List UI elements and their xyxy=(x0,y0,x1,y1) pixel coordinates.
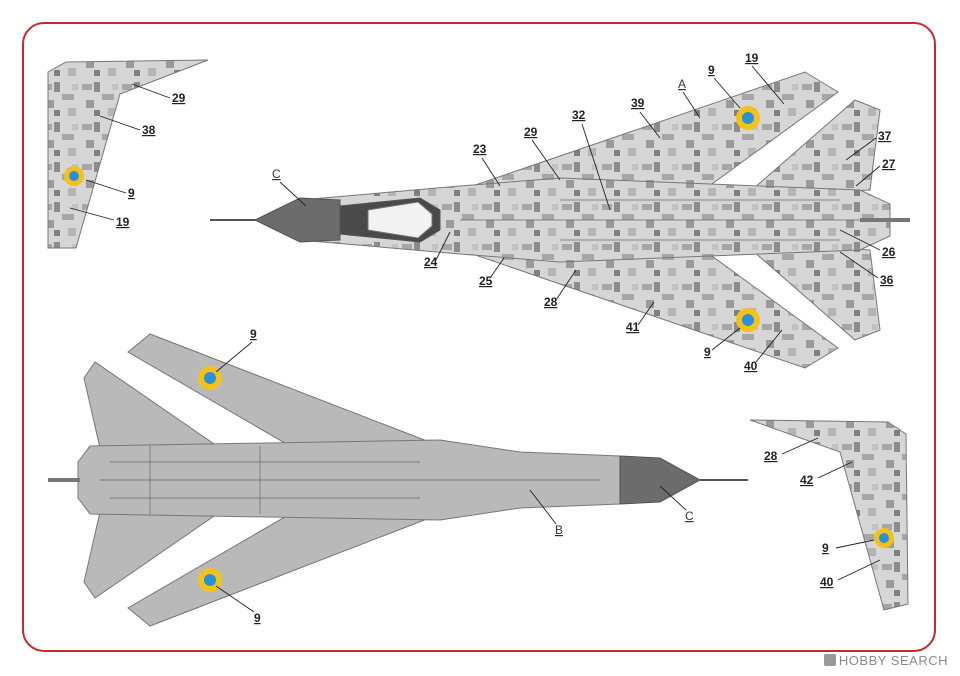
callout-top-32: 32 xyxy=(572,108,586,122)
callout-top-37: 37 xyxy=(878,129,892,143)
callout-bottom-9c: 9 xyxy=(250,327,257,341)
callout-top-28a: 28 xyxy=(544,295,558,309)
callout-top-9b: 9 xyxy=(704,345,711,359)
watermark: HOBBY SEARCH xyxy=(823,653,948,668)
wing-detail-lower-roundel xyxy=(874,528,894,548)
callout-wing-lower-40: 40 xyxy=(820,575,834,589)
top-view: C A 9 19 39 32 29 23 37 27 26 36 24 25 2… xyxy=(210,51,910,373)
wing-detail-upper-roundel xyxy=(64,166,84,186)
top-view-roundel-upper xyxy=(736,106,760,130)
callout-top-41: 41 xyxy=(626,320,640,334)
callout-top-39: 39 xyxy=(631,96,645,110)
callout-wing-upper-19: 19 xyxy=(116,215,130,229)
top-view-nose-cone xyxy=(253,197,341,243)
wing-detail-lower-panel xyxy=(749,419,909,611)
top-view-roundel-lower xyxy=(736,308,760,332)
callout-top-9a: 9 xyxy=(708,63,715,77)
callout-top-wing: A xyxy=(678,77,686,91)
top-view-canopy xyxy=(367,201,433,239)
wing-detail-upper-panel xyxy=(47,59,209,249)
bottom-view-roundel-lower xyxy=(198,568,222,592)
callout-top-36: 36 xyxy=(880,273,894,287)
callout-top-40a: 40 xyxy=(744,359,758,373)
callout-bottom-nose: C xyxy=(685,509,694,523)
bottom-view-nose-cone xyxy=(619,455,702,505)
callout-top-26: 26 xyxy=(882,245,896,259)
callout-top-24: 24 xyxy=(424,255,438,269)
callout-wing-lower-28: 28 xyxy=(764,449,778,463)
drawing-frame xyxy=(22,22,936,652)
callout-wing-lower-9: 9 xyxy=(822,541,829,555)
callout-wing-upper-29: 29 xyxy=(172,91,186,105)
callout-top-27: 27 xyxy=(882,157,896,171)
wing-detail-upper: 29 38 9 19 xyxy=(47,59,209,249)
callout-top-29a: 29 xyxy=(524,125,538,139)
callout-wing-lower-42: 42 xyxy=(800,473,814,487)
callout-bottom-fuselage: B xyxy=(555,523,563,537)
watermark-logo-icon xyxy=(823,654,836,666)
callout-top-nose: C xyxy=(272,167,281,181)
callout-wing-upper-9: 9 xyxy=(128,186,135,200)
callout-bottom-9d: 9 xyxy=(254,611,261,625)
watermark-text: HOBBY SEARCH xyxy=(838,653,948,668)
callout-top-23: 23 xyxy=(473,142,487,156)
bottom-view: 9 9 B C xyxy=(48,327,748,627)
callout-top-19a: 19 xyxy=(745,51,759,65)
wing-detail-lower: 28 42 9 40 xyxy=(749,419,909,611)
callout-top-25: 25 xyxy=(479,274,493,288)
callout-wing-upper-38: 38 xyxy=(142,123,156,137)
